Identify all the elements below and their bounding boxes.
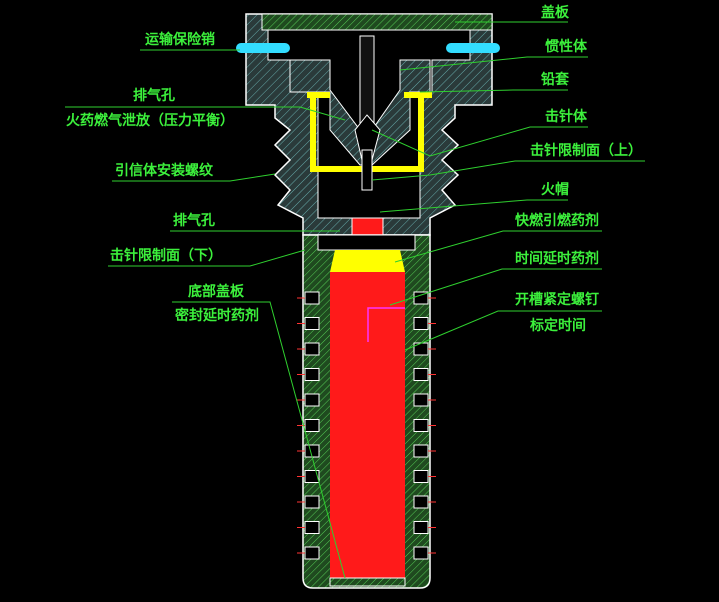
striker-tip [361, 149, 373, 191]
primer [351, 217, 384, 236]
label-vent-hole-top: 排气孔 [133, 87, 175, 104]
set-screws [297, 291, 436, 560]
set-screw [413, 393, 429, 407]
label-inertia-body: 惯性体 [545, 38, 588, 55]
transport-pin-left [236, 43, 290, 53]
set-screw [413, 419, 429, 432]
set-screw [413, 317, 429, 330]
label-seal-delay: 密封延时药剂 [174, 307, 259, 324]
label-fast-igniter: 快燃引燃药剂 [515, 212, 599, 229]
set-screw [304, 495, 320, 509]
set-screw [304, 521, 320, 534]
fast-igniter-charge [330, 250, 405, 272]
label-transport-pin: 运输保险销 [145, 31, 215, 48]
calibration-marker [367, 307, 405, 342]
label-cover-plate: 盖板 [541, 4, 570, 21]
set-screw [304, 470, 320, 483]
set-screw [304, 291, 320, 305]
striker [354, 114, 381, 161]
label-striker-body: 击针体 [545, 108, 588, 125]
label-bottom-cover: 底部盖板 [188, 283, 245, 300]
set-screw [304, 546, 320, 560]
set-screw [413, 521, 429, 534]
label-calibrated-time: 标定时间 [529, 317, 586, 334]
set-screw [413, 368, 429, 381]
set-screw [413, 495, 429, 509]
set-screw [304, 342, 320, 356]
bottom-cover [329, 577, 406, 587]
lead-sleeve [307, 92, 432, 172]
label-vent-hole-bottom: 排气孔 [173, 212, 215, 229]
label-gas-release: 火药燃气泄放（压力平衡） [66, 112, 234, 129]
set-screw [304, 317, 320, 330]
label-mount-thread: 引信体安装螺纹 [115, 162, 214, 179]
label-set-screw: 开槽紧定螺钉 [515, 291, 599, 308]
transport-pin-right [446, 43, 500, 53]
set-screw [304, 393, 320, 407]
set-screw [304, 419, 320, 432]
leader-lines [65, 21, 645, 579]
label-striker-limit-lower: 击针限制面（下） [110, 247, 222, 264]
tube-bore [317, 234, 416, 251]
set-screw [413, 546, 429, 560]
set-screw [413, 470, 429, 483]
set-screw [304, 368, 320, 381]
label-time-delay: 时间延时药剂 [515, 250, 599, 267]
label-lead-sleeve: 铅套 [540, 71, 569, 88]
label-striker-limit-upper: 击针限制面（上） [530, 142, 642, 159]
set-screw [413, 342, 429, 356]
set-screw [413, 444, 429, 458]
label-primer: 火帽 [541, 181, 569, 198]
